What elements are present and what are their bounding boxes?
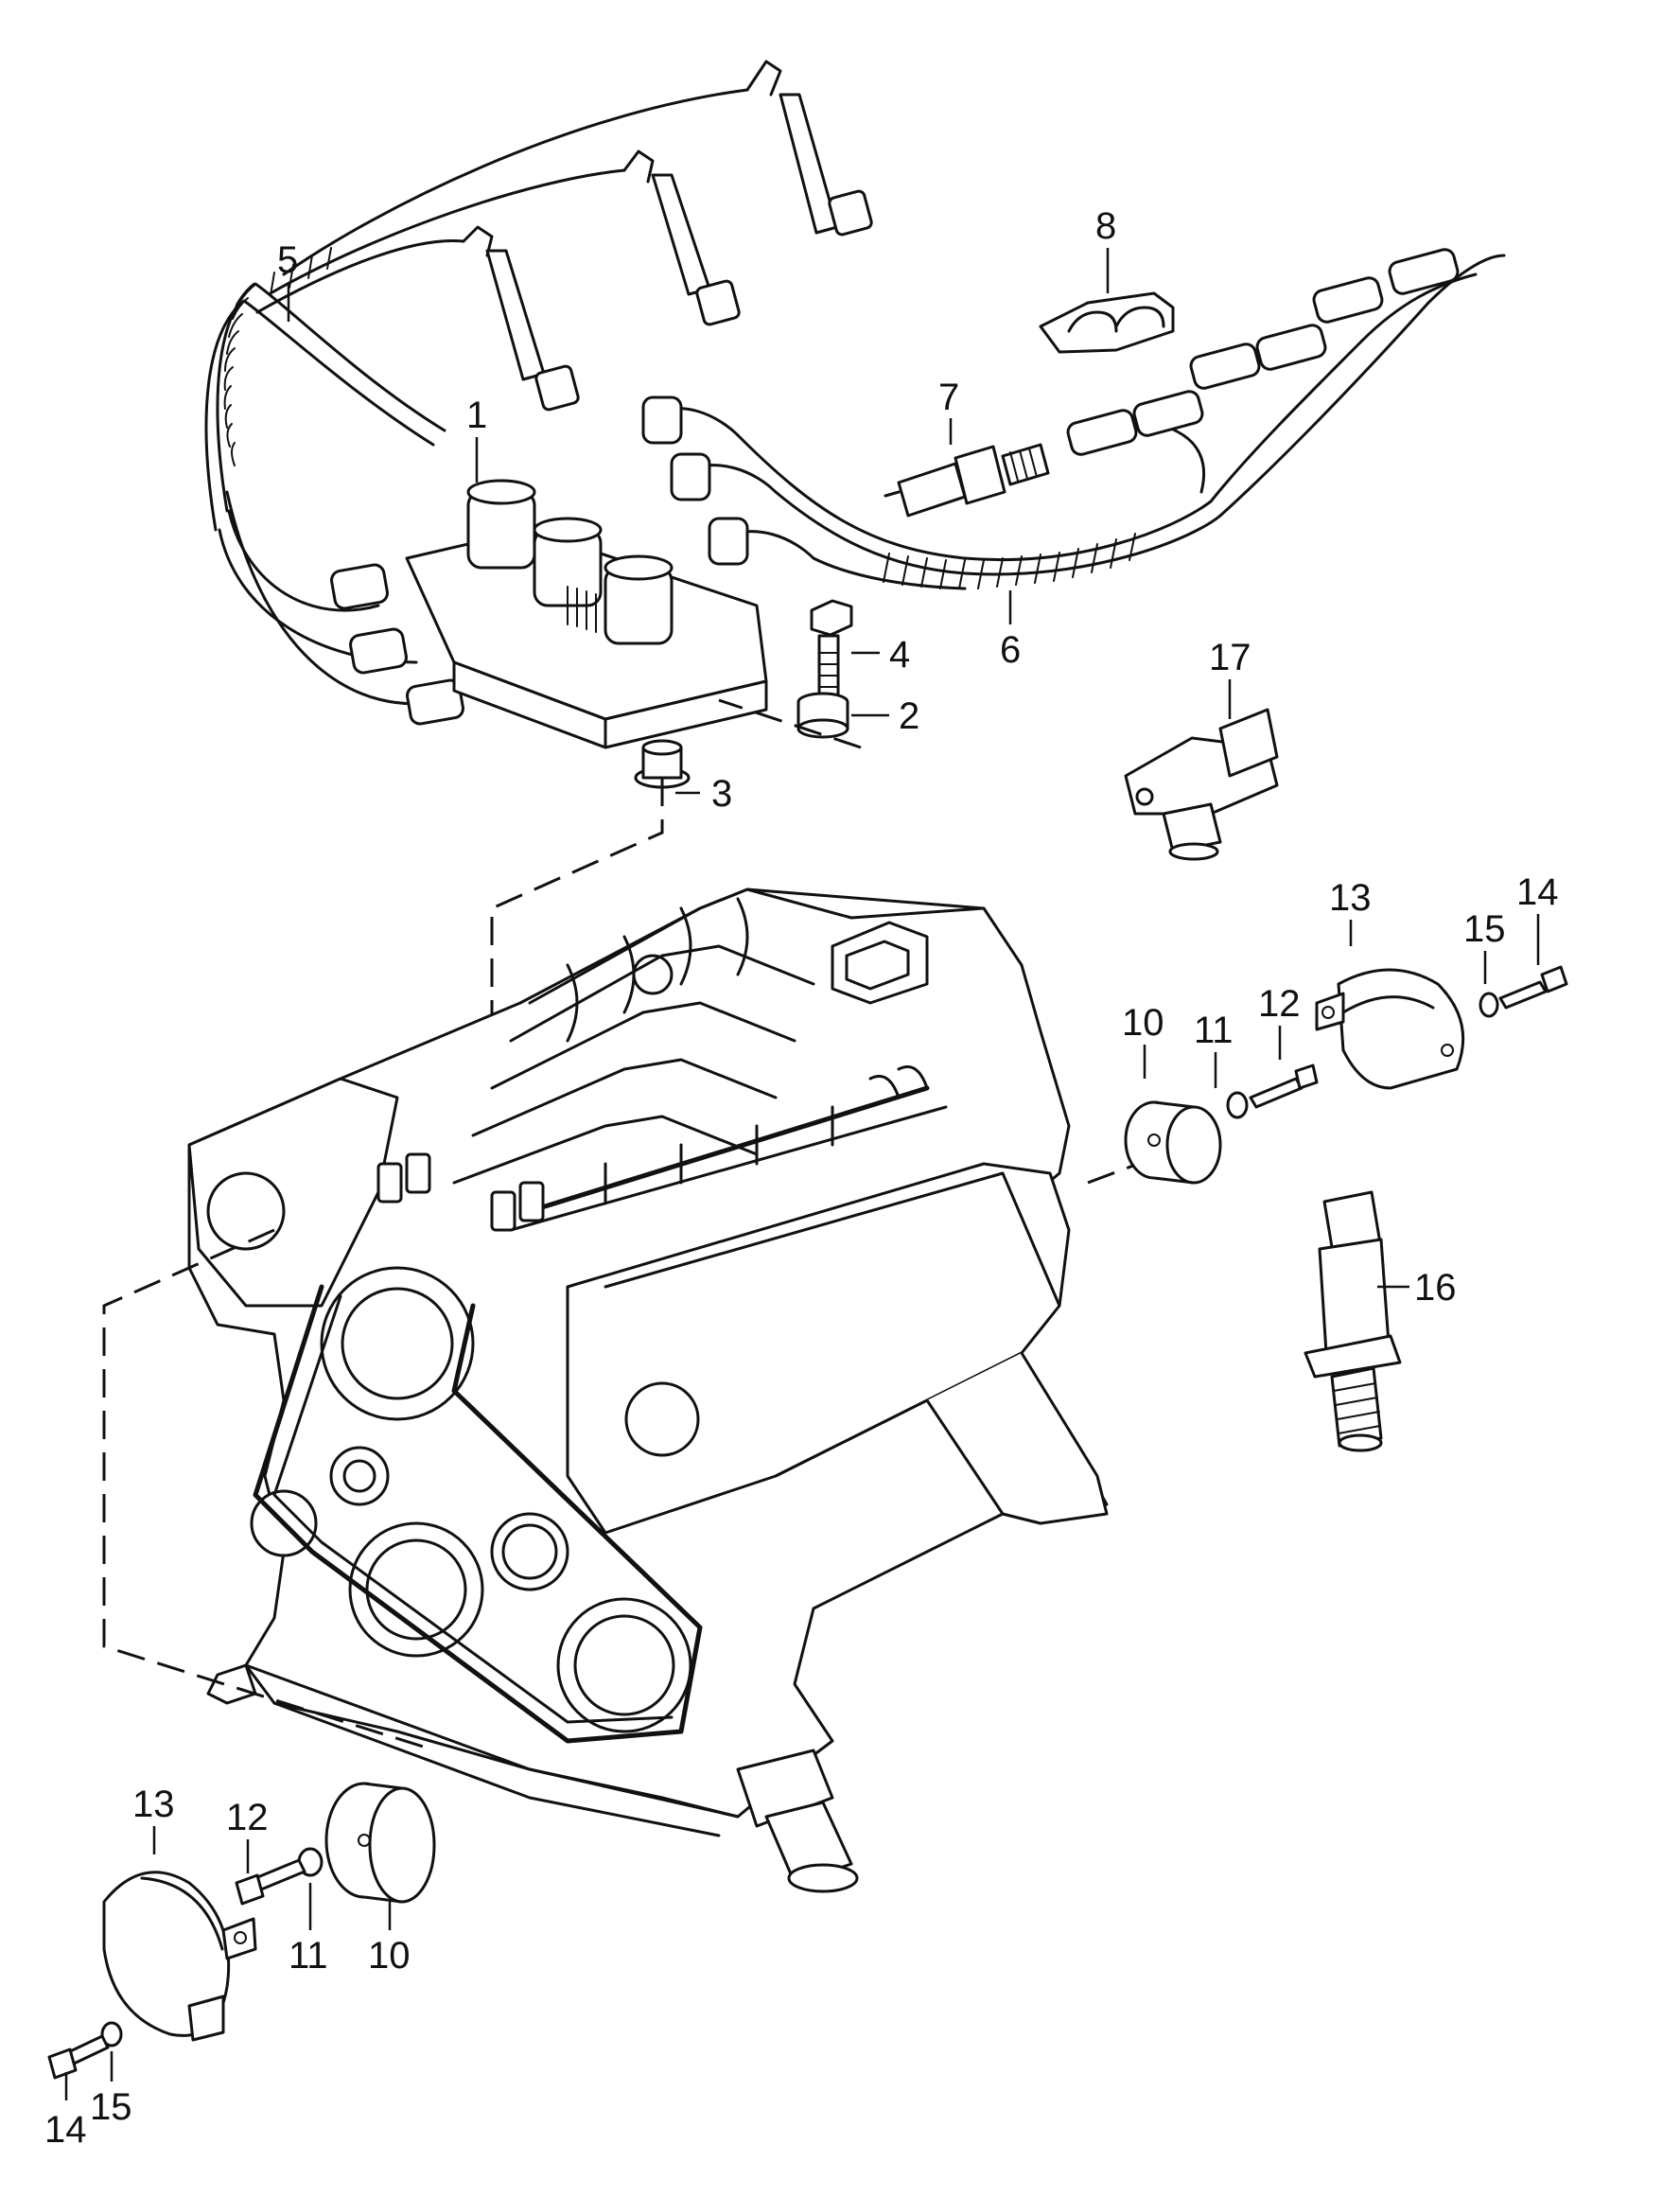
callout-12-upper: 12 xyxy=(1258,983,1301,1025)
washer-15-upper xyxy=(1479,992,1499,1018)
callout-8: 8 xyxy=(1095,205,1116,247)
trigger-wheel-upper xyxy=(1124,1100,1222,1185)
callout-4: 4 xyxy=(889,634,910,676)
callout-15-upper: 15 xyxy=(1463,908,1506,950)
grommet-2 xyxy=(796,692,849,739)
ignition-lead-set-left xyxy=(204,88,749,726)
bolt-14-lower xyxy=(47,2034,110,2080)
spark-plug xyxy=(884,443,1050,518)
callout-13-lower: 13 xyxy=(132,1784,175,1825)
lead-clip xyxy=(1039,291,1175,354)
camshaft-adjuster-valve xyxy=(1304,1190,1402,1452)
ignition-lead-set-right xyxy=(736,248,1506,590)
callout-13-upper: 13 xyxy=(1329,877,1372,919)
trigger-wheel-lower xyxy=(324,1782,436,1904)
cover-13-upper xyxy=(1315,968,1465,1090)
callout-6: 6 xyxy=(1000,629,1021,671)
callout-1: 1 xyxy=(466,395,487,436)
assembly-line-left xyxy=(102,1228,436,1752)
callout-11-upper: 11 xyxy=(1194,1010,1234,1051)
callout-3: 3 xyxy=(711,773,732,815)
bolt-4 xyxy=(810,599,853,704)
hall-sender xyxy=(1124,708,1279,861)
callout-14-upper: 14 xyxy=(1516,871,1559,913)
washer-15-lower xyxy=(100,2021,123,2048)
callout-10-upper: 10 xyxy=(1122,1002,1164,1044)
bolt-12-upper xyxy=(1249,1063,1319,1109)
callout-2: 2 xyxy=(899,695,919,737)
callout-labels: 1 2 3 4 5 6 7 8 10 11 12 13 14 15 16 17 … xyxy=(44,205,1559,2151)
callout-10-lower: 10 xyxy=(368,1935,411,1977)
callout-12-lower: 12 xyxy=(226,1797,269,1838)
bolt-14-upper xyxy=(1498,965,1568,1010)
bolt-3 xyxy=(634,739,691,789)
callout-14-lower: 14 xyxy=(44,2109,87,2151)
spark-plug-connectors-upper xyxy=(462,60,873,412)
callout-7: 7 xyxy=(938,377,959,418)
engine-block xyxy=(187,888,1109,1893)
callout-11-lower: 11 xyxy=(289,1935,328,1977)
callout-5: 5 xyxy=(277,239,298,281)
callout-15-lower: 15 xyxy=(90,2086,132,2128)
ignition-coil xyxy=(405,395,815,749)
assembly-line-grommet-2 xyxy=(718,698,862,749)
leader-lines xyxy=(64,248,1540,2100)
washer-11-upper xyxy=(1226,1091,1249,1119)
cover-13-lower xyxy=(102,1871,257,2042)
callout-16: 16 xyxy=(1414,1267,1457,1309)
bolt-12-lower xyxy=(235,1858,306,1906)
callout-17: 17 xyxy=(1209,637,1251,678)
